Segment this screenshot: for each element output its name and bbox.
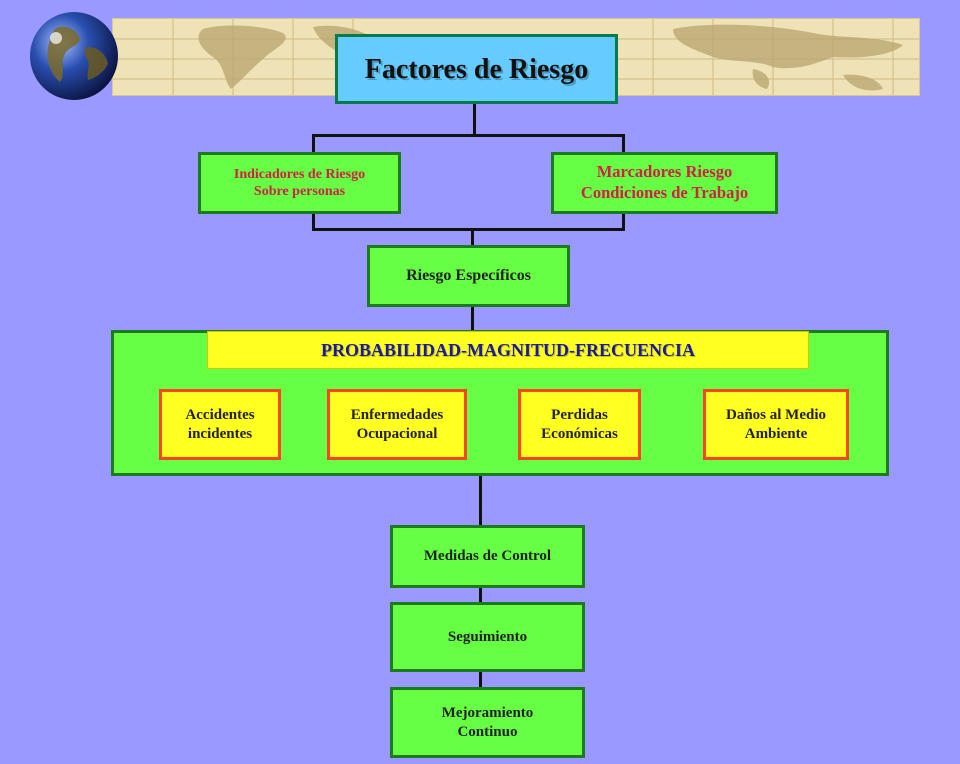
- panel-item-perdidas: Perdidas Económicas: [518, 389, 641, 460]
- indicadores-line-2: Sobre personas: [253, 184, 346, 199]
- marcadores-line-1: Marcadores Riesgo: [596, 162, 733, 182]
- indicadores-line-1: Indicadores de Riesgo: [233, 166, 366, 182]
- marcadores-line-2: Condiciones de Trabajo: [580, 183, 749, 202]
- panel-item-line: Ocupacional: [356, 425, 438, 442]
- diagram-title-text: Factores de Riesgo: [364, 53, 589, 85]
- panel-item-line: Ambiente: [744, 425, 808, 442]
- mejoramiento-line-1: Mejoramiento: [441, 704, 534, 721]
- connector: [479, 476, 482, 525]
- marcadores-box: Marcadores Riesgo Condiciones de Trabajo: [551, 152, 778, 214]
- diagram-title: Factores de Riesgo: [335, 34, 618, 104]
- connector: [312, 228, 625, 231]
- mejoramiento-box: Mejoramiento Continuo: [390, 687, 585, 758]
- connector: [622, 134, 625, 152]
- panel-item-line: Perdidas: [551, 406, 608, 423]
- indicadores-box: Indicadores de Riesgo Sobre personas: [198, 152, 401, 214]
- connector: [479, 672, 482, 687]
- panel-item-line: incidentes: [187, 425, 253, 442]
- panel-item-line: Económicas: [541, 425, 618, 442]
- panel-header: PROBABILIDAD-MAGNITUD-FRECUENCIA: [207, 331, 809, 369]
- riesgo-especificos-box: Riesgo Específicos: [367, 245, 570, 307]
- connector: [471, 307, 474, 331]
- connector: [312, 214, 315, 230]
- mejoramiento-line-2: Continuo: [457, 723, 518, 740]
- panel-item-line: Enfermedades: [350, 406, 444, 423]
- connector: [471, 228, 474, 245]
- panel-item-accidentes: Accidentes incidentes: [159, 389, 281, 460]
- connector: [312, 134, 315, 152]
- panel-item-enfermedades: Enfermedades Ocupacional: [327, 389, 467, 460]
- medidas-control-box: Medidas de Control: [390, 525, 585, 588]
- connector: [622, 214, 625, 230]
- globe-icon: [26, 8, 122, 104]
- seguimiento-box: Seguimiento: [390, 602, 585, 672]
- panel-item-danos: Daños al Medio Ambiente: [703, 389, 849, 460]
- riesgo-especificos-text: Riesgo Específicos: [406, 267, 531, 284]
- panel-item-line: Accidentes: [185, 406, 255, 423]
- seguimiento-text: Seguimiento: [447, 628, 528, 645]
- panel-item-line: Daños al Medio: [725, 406, 826, 423]
- panel-header-text: PROBABILIDAD-MAGNITUD-FRECUENCIA: [320, 339, 695, 360]
- medidas-control-text: Medidas de Control: [423, 548, 552, 565]
- connector: [312, 134, 625, 137]
- connector: [479, 588, 482, 602]
- connector: [473, 104, 476, 136]
